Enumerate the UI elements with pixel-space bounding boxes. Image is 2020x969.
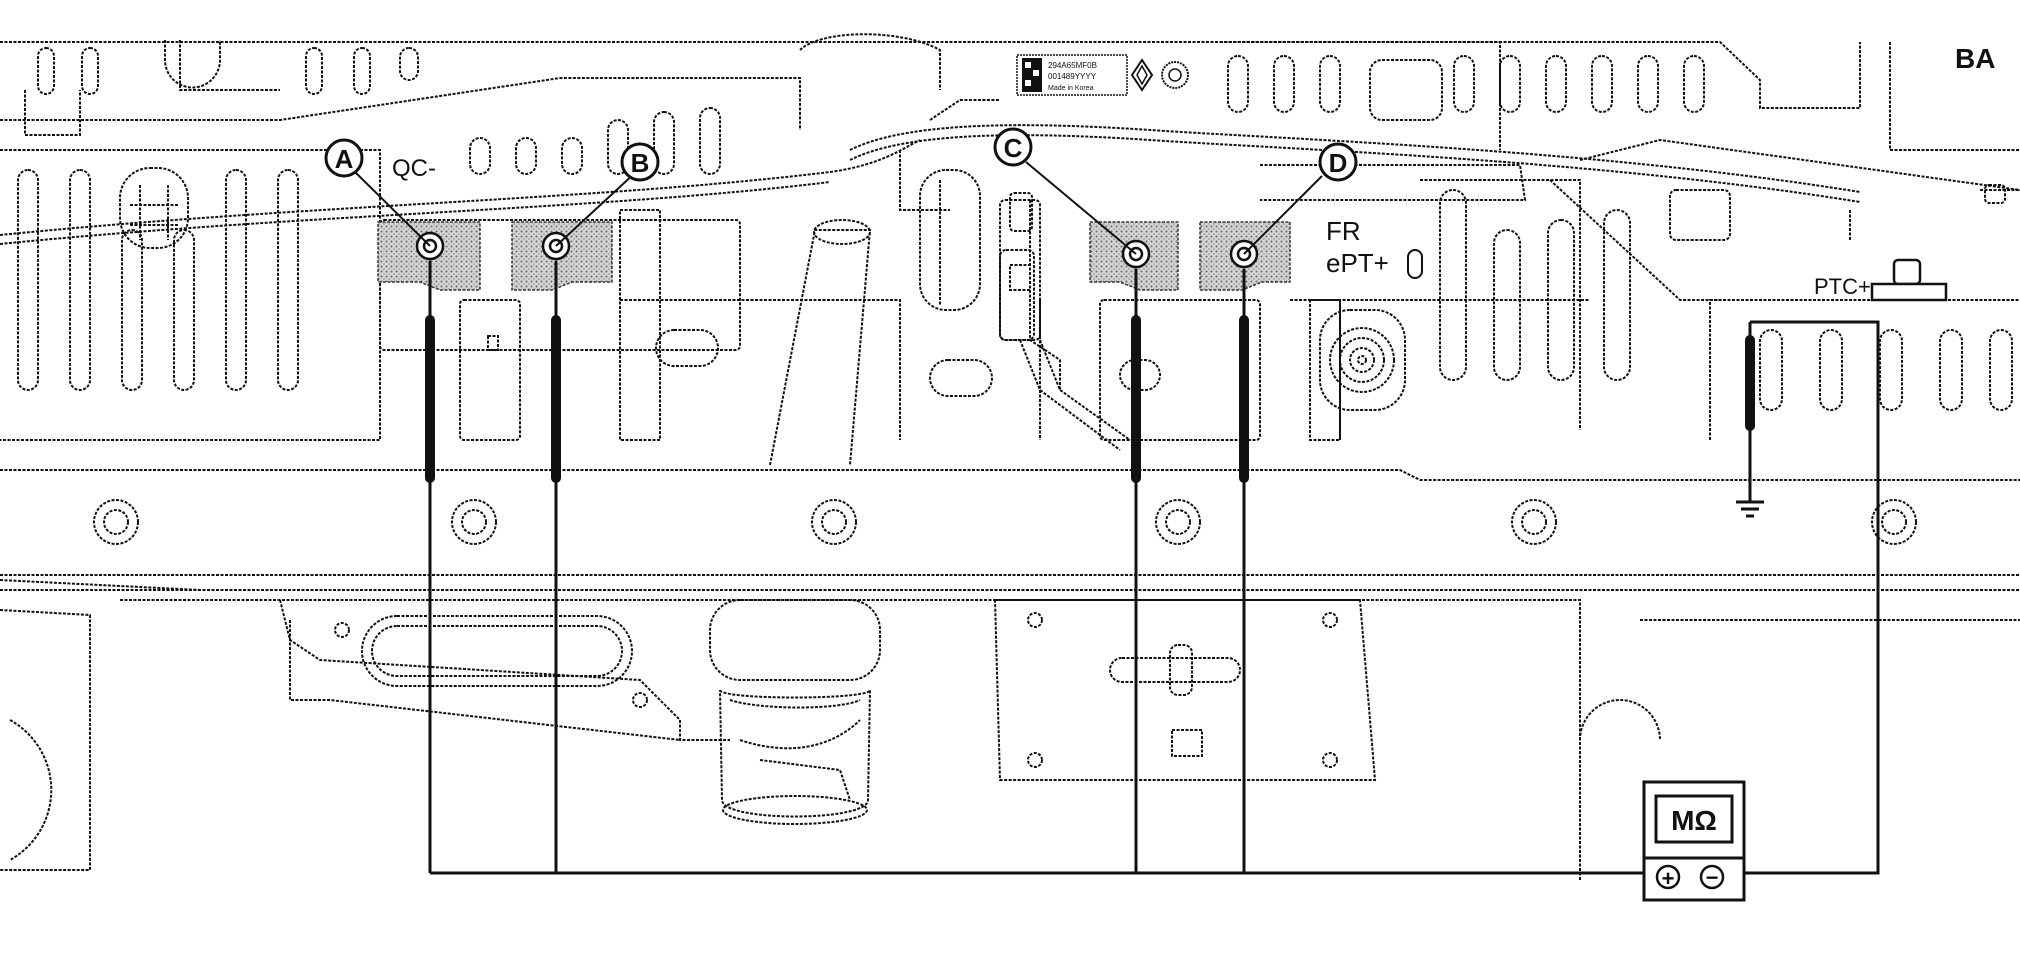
label-fr: FR — [1326, 216, 1361, 246]
label-ptc-plus: PTC+ — [1814, 274, 1871, 299]
sticker-line-3: Made in Korea — [1048, 85, 1094, 92]
ground-symbol-icon — [1736, 500, 1764, 518]
terminal-pads — [377, 221, 1291, 291]
sticker-line-1: 294A65MF0B — [1048, 61, 1097, 70]
callout-b-label: B — [631, 148, 650, 178]
positive-terminal — [1655, 864, 1681, 890]
meter-unit-label: MΩ — [1671, 805, 1717, 836]
renault-logo-icon — [1130, 58, 1154, 92]
negative-terminal-label: − — [1706, 865, 1719, 890]
callout-d: D — [1318, 142, 1358, 182]
callout-leaders — [354, 161, 1323, 255]
background-structure — [0, 33, 2020, 880]
callout-d-label: D — [1329, 148, 1348, 178]
label-ept-plus: ePT+ — [1326, 248, 1389, 278]
label-ba: BA — [1955, 43, 1995, 74]
callout-c: C — [993, 127, 1033, 167]
callout-a: A — [324, 138, 364, 178]
negative-terminal — [1699, 864, 1725, 890]
sticker-line-2: 001489YYYY — [1048, 72, 1097, 81]
megohmmeter: MΩ + − — [1642, 780, 1746, 902]
terminal-posts — [415, 231, 1948, 302]
positive-terminal-label: + — [1662, 866, 1675, 891]
label-qc-minus: QC- — [392, 155, 436, 182]
measurement-wiring — [428, 320, 1880, 875]
battery-label-sticker: 294A65MF0B 001489YYYY Made in Korea — [1016, 54, 1189, 96]
callout-c-label: C — [1004, 133, 1023, 163]
probe-leads — [425, 260, 1755, 483]
callout-a-label: A — [335, 144, 354, 174]
ept-terminal-slot — [1407, 249, 1423, 279]
callout-b: B — [620, 142, 660, 182]
